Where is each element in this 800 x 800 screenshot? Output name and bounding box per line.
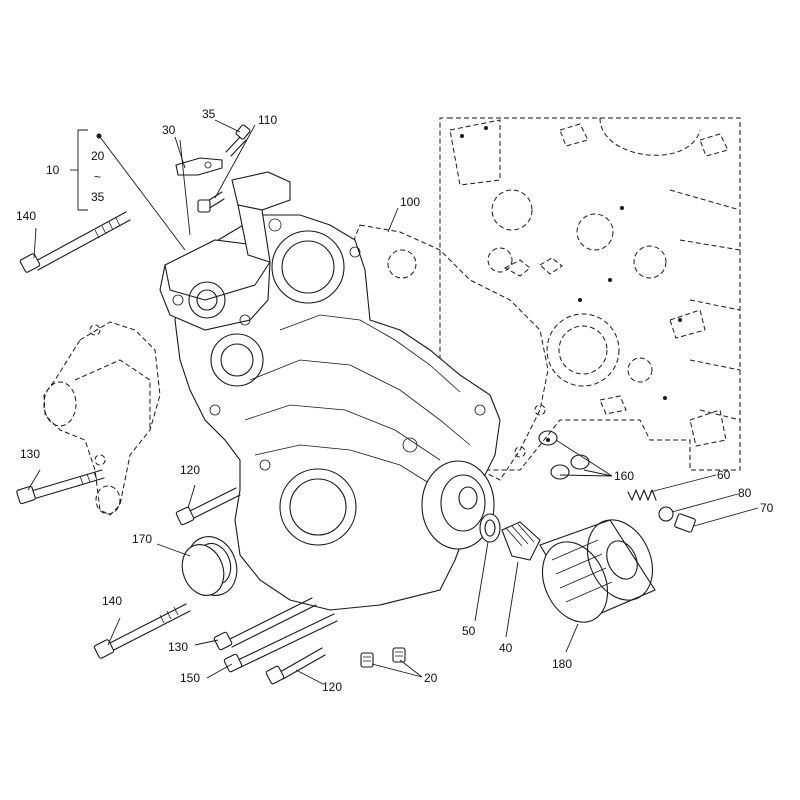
callout-tilde: ~ <box>94 170 101 184</box>
bolt-110 <box>197 191 225 213</box>
callout-10: 10 <box>46 163 60 177</box>
thermostat-housing <box>159 171 291 331</box>
washer-50 <box>479 513 501 543</box>
callout-80: 80 <box>738 486 752 500</box>
bolt-140-bottom <box>93 603 191 659</box>
bolt-120-bottom <box>265 647 326 685</box>
callout-120-mid: 120 <box>180 463 200 477</box>
plugs-20 <box>360 647 406 668</box>
callout-35-range: 35 <box>91 190 105 204</box>
oil-filter-boss <box>421 460 495 550</box>
callout-170: 170 <box>132 532 152 546</box>
gasket-100 <box>349 224 549 481</box>
callout-20-range: 20 <box>91 149 105 163</box>
callout-140-bottom: 140 <box>102 594 122 608</box>
callout-150: 150 <box>180 671 200 685</box>
bolt-120-mid <box>175 487 241 526</box>
bolt-130-bottom <box>213 597 317 651</box>
bolt-150 <box>223 613 338 673</box>
callout-130-left: 130 <box>20 447 40 461</box>
callout-160: 160 <box>614 469 634 483</box>
bolt-130-left <box>16 469 105 505</box>
callout-30: 30 <box>162 123 176 137</box>
callout-100: 100 <box>400 195 420 209</box>
plug-70 <box>674 513 696 533</box>
nipple-40 <box>501 521 541 561</box>
callout-60: 60 <box>717 468 731 482</box>
callout-140-top: 140 <box>16 209 36 223</box>
callout-70: 70 <box>760 501 774 515</box>
water-pump <box>43 321 161 516</box>
callout-110: 110 <box>258 113 277 127</box>
ball-80 <box>658 506 674 522</box>
orings-160 <box>538 430 590 480</box>
callout-120-bottom: 120 <box>322 680 342 694</box>
callout-40: 40 <box>499 641 513 655</box>
oil-filter-180 <box>539 519 656 623</box>
seal-170 <box>181 536 238 596</box>
bracket-30 <box>175 157 223 176</box>
bolt-140-top <box>19 211 131 273</box>
callout-130-bottom: 130 <box>168 640 188 654</box>
callout-20-bottom: 20 <box>424 671 438 685</box>
callout-35: 35 <box>202 107 216 121</box>
callout-labels: 10 20 ~ 35 30 35 110 100 140 130 120 170… <box>16 107 774 694</box>
leader-lines <box>27 119 759 685</box>
bolt-35-top <box>225 124 251 157</box>
callout-50: 50 <box>462 624 476 638</box>
callout-180: 180 <box>552 657 572 671</box>
